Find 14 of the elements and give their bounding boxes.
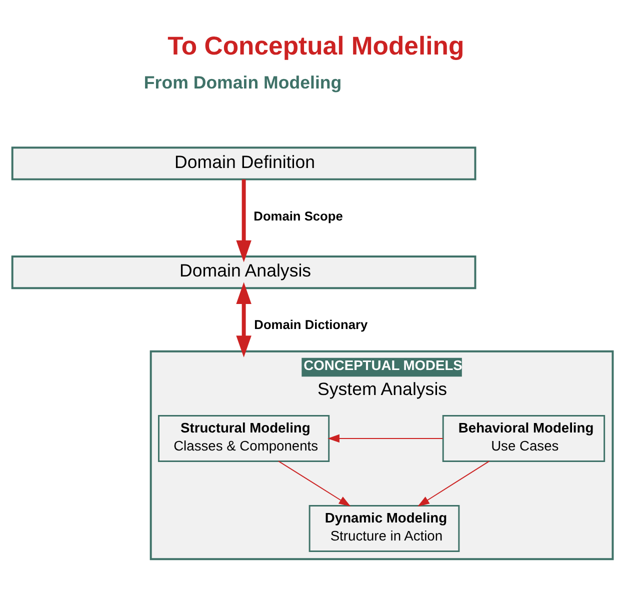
- arrow: [278, 460, 351, 506]
- diagram-title: To Conceptual Modeling: [168, 32, 464, 60]
- node-box: Domain Definition: [11, 146, 476, 180]
- arrow: [418, 460, 490, 506]
- node-box: Domain Analysis: [11, 254, 476, 289]
- edge-label: Domain Dictionary: [254, 316, 368, 332]
- node-box: Behavioral Modeling Use Cases: [442, 414, 606, 462]
- edge-label: Domain Scope: [254, 208, 343, 223]
- label: From Domain Modeling: [144, 72, 342, 92]
- node-box: Dynamic Modeling Structure in Action: [308, 504, 460, 552]
- arrow: [328, 434, 444, 442]
- arrow: [236, 178, 252, 262]
- node-box: Structural Modeling Classes & Components: [158, 414, 330, 462]
- arrow: [236, 282, 252, 357]
